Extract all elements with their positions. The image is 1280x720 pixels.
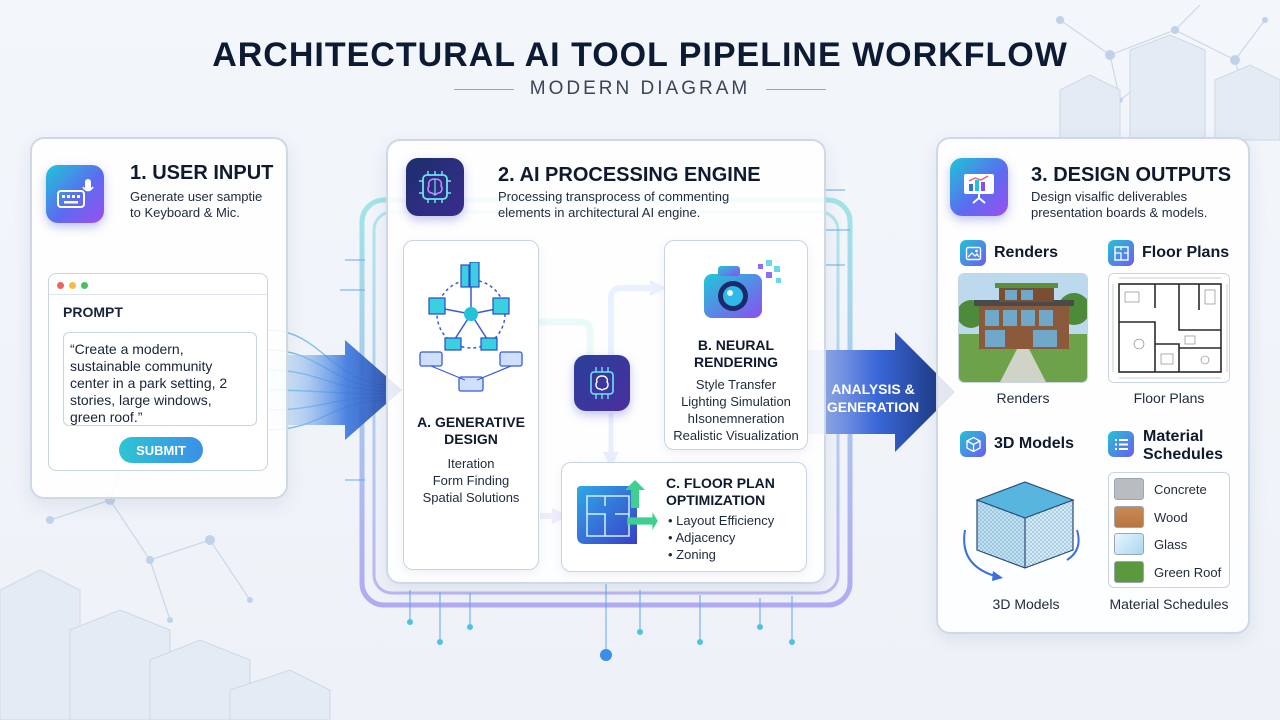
materials-label-line2: Schedules: [1143, 446, 1224, 463]
window-maximize-dot[interactable]: [81, 282, 88, 289]
subtitle-row: MODERN DIAGRAM: [0, 78, 1280, 100]
material-name: Glass: [1154, 536, 1188, 552]
window-minimize-dot[interactable]: [69, 282, 76, 289]
window-titlebar-divider: [49, 294, 267, 295]
page-title: ARCHITECTURAL AI TOOL PIPELINE WORKFLOW: [212, 36, 1068, 74]
material-row-concrete[interactable]: Concrete: [1114, 477, 1224, 501]
materials-label-line1: Material: [1143, 428, 1204, 445]
output-arrow: [800, 332, 955, 452]
generative-item: Form Finding: [432, 473, 510, 488]
floor-plans-label: Floor Plans: [1142, 244, 1230, 261]
user-input-desc-line1: Generate user samptie: [130, 189, 263, 204]
blueprint-icon: [577, 480, 658, 544]
user-input-desc: Generate user samptie to Keyboard & Mic.: [130, 189, 262, 221]
generative-title-line1: A. GENERATIVE: [417, 414, 525, 430]
material-row-glass[interactable]: Glass: [1114, 532, 1224, 556]
window-close-dot[interactable]: [57, 282, 64, 289]
page-subtitle: MODERN DIAGRAM: [529, 78, 751, 99]
neural-rendering-title: B. NEURAL RENDERING: [664, 337, 808, 371]
circuit-lines: [409, 584, 793, 650]
material-name: Wood: [1154, 509, 1188, 525]
analysis-generation-label: ANALYSIS & GENERATION: [820, 380, 926, 416]
presentation-board-icon: [950, 158, 1008, 216]
analysis-label-line1: ANALYSIS &: [831, 381, 915, 397]
floor-plans-caption: Floor Plans: [1133, 390, 1205, 406]
renders-label: Renders: [994, 244, 1059, 261]
cube-icon: [960, 431, 986, 457]
floorplan-item: • Adjacency: [668, 530, 736, 545]
material-row-green-roof[interactable]: Green Roof: [1114, 560, 1224, 584]
green-roof-swatch: [1114, 561, 1144, 583]
subtitle-divider-right: [766, 88, 827, 90]
material-schedule-list: Concrete Wood Glass Green Roof: [1108, 472, 1230, 588]
ai-engine-desc-line1: Processing transprocess of commenting: [498, 189, 730, 204]
input-arrow: [262, 340, 402, 440]
image-icon: [960, 240, 986, 266]
concrete-swatch: [1114, 478, 1144, 500]
wood-swatch: [1114, 506, 1144, 528]
list-icon: [1108, 431, 1134, 457]
floorplan-icon: [1108, 240, 1134, 266]
3d-models-caption: 3D Models: [992, 596, 1060, 612]
prompt-label: PROMPT: [63, 304, 123, 320]
neural-rendering-card[interactable]: [664, 240, 808, 450]
neural-item: Lighting Simulation: [681, 394, 791, 409]
floorplan-item: • Zoning: [668, 547, 716, 562]
material-schedules-label: Material Schedules: [1143, 428, 1223, 464]
3d-model-image[interactable]: [955, 470, 1087, 588]
generative-design-title: A. GENERATIVE DESIGN: [403, 414, 539, 448]
user-input-heading: 1. USER INPUT: [130, 162, 274, 184]
floorplan-thumbnail[interactable]: [1108, 273, 1230, 383]
window-controls: [57, 282, 88, 289]
keyboard-mic-icon: [46, 165, 104, 223]
floorplan-title-line2: OPTIMIZATION: [666, 492, 766, 508]
submit-button[interactable]: SUBMIT: [119, 437, 203, 463]
neural-title-line1: B. NEURAL: [697, 337, 775, 353]
floorplan-title-line1: C. FLOOR PLAN: [666, 475, 775, 491]
subtitle-divider-left: [453, 88, 514, 90]
prompt-window: PROMPT “Create a modern, sustainable com…: [48, 273, 268, 471]
floorplan-item: • Layout Efficiency: [668, 513, 775, 528]
prompt-textarea[interactable]: “Create a modern, sustainable community …: [63, 332, 257, 426]
generative-title-line2: DESIGN: [444, 431, 498, 447]
renders-caption: Renders: [996, 390, 1050, 406]
material-row-wood[interactable]: Wood: [1114, 505, 1224, 529]
network-graph-icon: [419, 262, 523, 392]
3d-models-label: 3D Models: [994, 435, 1075, 452]
outputs-desc-line1: Design visalfic deliverables: [1031, 189, 1188, 204]
neural-item: Style Transfer: [695, 377, 777, 392]
design-outputs-heading: 3. DESIGN OUTPUTS: [1031, 164, 1232, 186]
floor-plan-items: • Layout Efficiency • Adjacency • Zoning: [668, 512, 798, 563]
floor-plan-title: C. FLOOR PLAN OPTIMIZATION: [666, 475, 786, 509]
render-image: [959, 274, 1087, 382]
neural-title-line2: RENDERING: [693, 354, 778, 370]
material-schedules-caption: Material Schedules: [1109, 596, 1229, 612]
outputs-desc-line2: presentation boards & models.: [1031, 205, 1208, 220]
render-thumbnail[interactable]: [958, 273, 1088, 383]
material-name: Concrete: [1154, 481, 1207, 497]
material-name: Green Roof: [1154, 564, 1222, 580]
ai-engine-desc: Processing transprocess of commenting el…: [498, 189, 729, 221]
floorplan-image: [1109, 274, 1229, 382]
ai-engine-desc-line2: elements in architectural AI engine.: [498, 205, 701, 220]
ai-engine-heading: 2. AI PROCESSING ENGINE: [498, 164, 761, 186]
neural-item: Realistic Visualization: [673, 428, 799, 443]
neural-item: hIsonemneration: [687, 411, 785, 426]
design-outputs-desc: Design visalfic deliverables presentatio…: [1031, 189, 1207, 221]
generative-design-items: Iteration Form Finding Spatial Solutions: [403, 455, 539, 506]
glass-swatch: [1114, 533, 1144, 555]
brain-chip-icon: [406, 158, 464, 216]
user-input-desc-line2: to Keyboard & Mic.: [130, 205, 240, 220]
generative-item: Iteration: [447, 456, 495, 471]
camera-icon: [704, 260, 781, 318]
ai-chip-icon: [574, 355, 630, 411]
generative-item: Spatial Solutions: [422, 490, 520, 505]
neural-rendering-items: Style Transfer Lighting Simulation hIson…: [664, 376, 808, 444]
analysis-label-line2: GENERATION: [826, 399, 920, 415]
